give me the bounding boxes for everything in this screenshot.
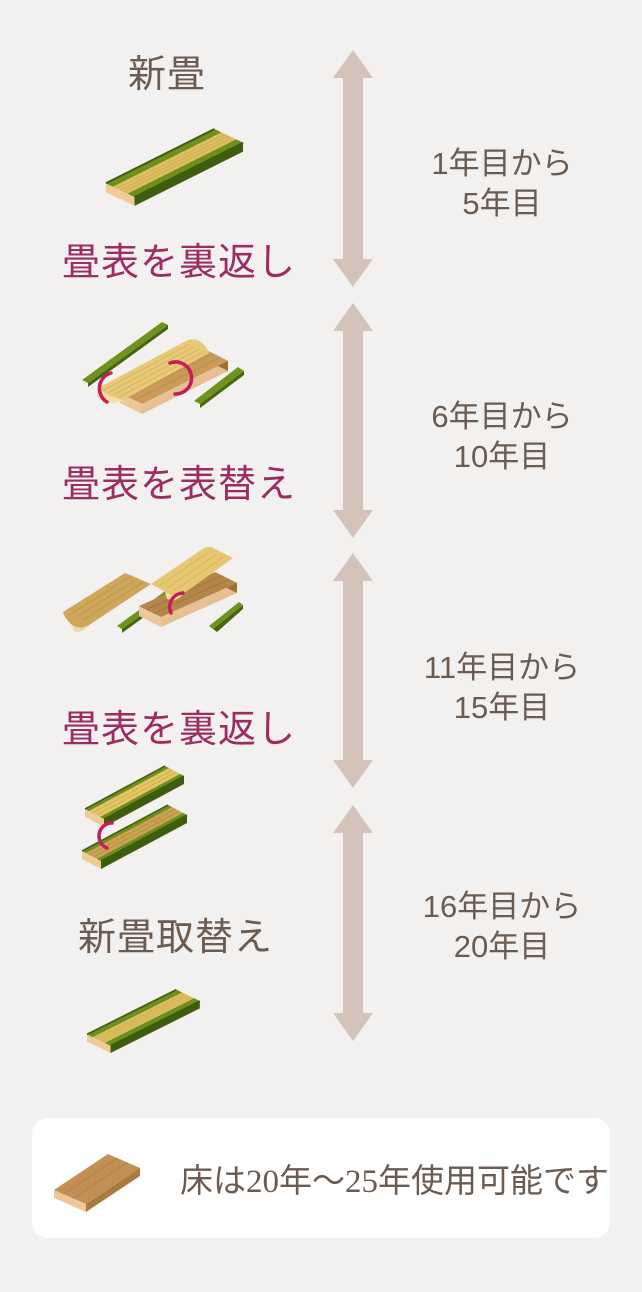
- base-board-note-text: 床は20年〜25年使用可能です: [180, 1164, 609, 1200]
- period-line: 11年目から: [423, 650, 581, 685]
- step-label-uragaeshi-2: 畳表を裏返し: [62, 709, 297, 751]
- period-line: 16年目から: [422, 889, 582, 924]
- step-label-new-tatami-replacement: 新畳取替え: [78, 917, 274, 959]
- period-line: 5年目: [462, 186, 542, 221]
- tatami-omotegae-resurface-illustration: [63, 547, 243, 633]
- period-line: 20年目: [453, 929, 551, 964]
- flip-arrow-arcs: [97, 360, 194, 404]
- timeline-arrow-2: [333, 303, 373, 538]
- step-label-new-tatami: 新畳: [128, 54, 207, 96]
- base-board-note-card: 床は20年〜25年使用可能です: [32, 1118, 610, 1238]
- timeline-arrow-4: [333, 805, 373, 1041]
- flip-arrow-arc: [167, 591, 185, 615]
- period-label-1: 1年目から 5年目: [402, 144, 602, 224]
- period-label-2: 6年目から 10年目: [402, 397, 602, 477]
- period-label-3: 11年目から 15年目: [402, 648, 602, 728]
- tatami-base-board-illustration: [54, 1154, 140, 1212]
- period-line: 15年目: [453, 690, 551, 725]
- flip-arrow-arc: [97, 821, 114, 850]
- period-line: 10年目: [453, 439, 551, 474]
- step-label-uragaeshi-1: 畳表を裏返し: [62, 242, 297, 284]
- tatami-uragaeshi-flip-illustration: [82, 322, 244, 414]
- timeline-arrow-3: [333, 553, 373, 788]
- new-tatami-replacement-illustration: [86, 988, 201, 1053]
- timeline-arrow-1: [333, 50, 373, 287]
- tatami-uragaeshi-stacked-illustration: [81, 765, 188, 869]
- period-label-4: 16年目から 20年目: [402, 887, 602, 967]
- period-line: 1年目から: [431, 146, 573, 181]
- period-line: 6年目から: [431, 399, 573, 434]
- step-label-omotegae: 畳表を表替え: [62, 464, 297, 506]
- new-tatami-illustration: [105, 128, 244, 206]
